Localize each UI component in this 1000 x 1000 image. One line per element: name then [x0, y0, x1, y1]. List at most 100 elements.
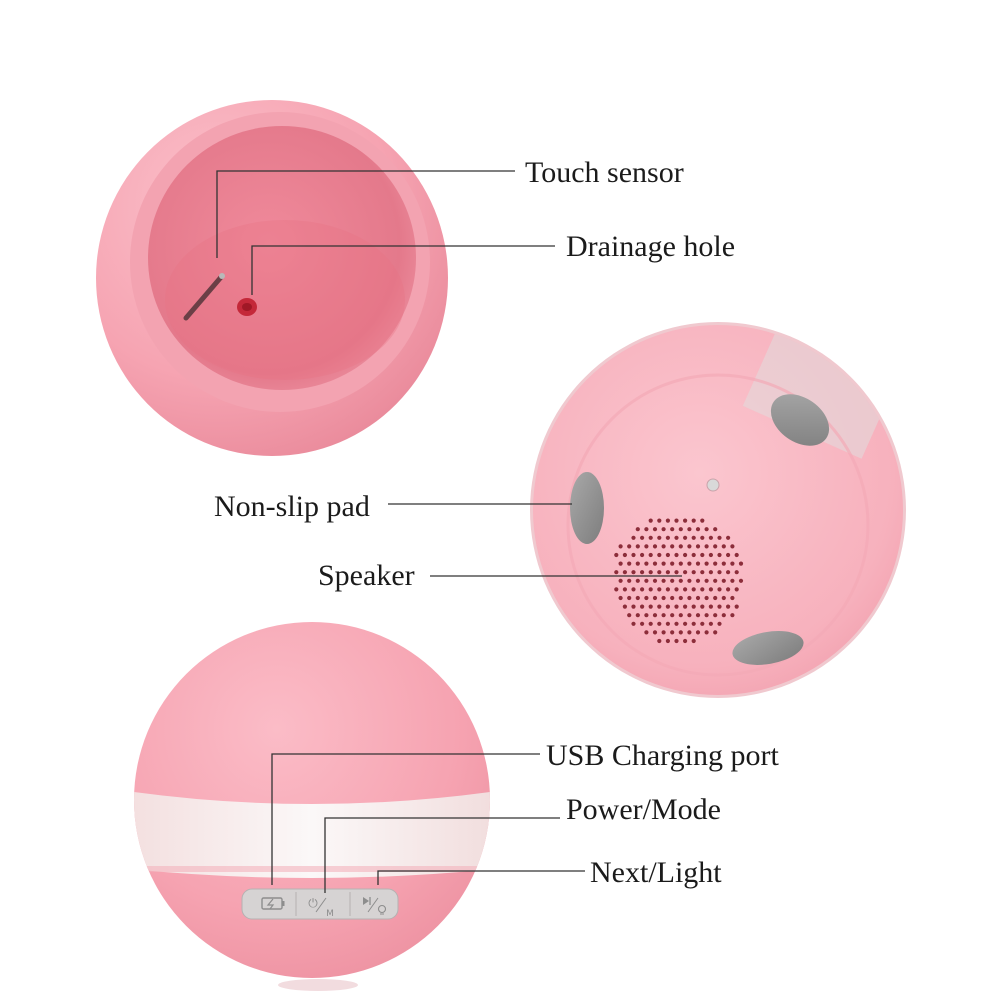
grille-hole: [691, 587, 696, 592]
power-mode-button[interactable]: ⏻ M: [308, 896, 334, 919]
grille-hole: [640, 570, 645, 575]
grille-hole: [648, 518, 653, 523]
grille-hole: [726, 604, 731, 609]
grille-hole: [631, 621, 636, 626]
grille-hole: [648, 604, 653, 609]
grille-hole: [648, 621, 653, 626]
grille-hole: [635, 578, 640, 583]
grille-hole: [635, 561, 640, 566]
grille-hole: [644, 595, 649, 601]
grille-hole: [652, 527, 658, 532]
grille-hole: [661, 544, 666, 549]
grille-hole: [717, 570, 722, 575]
grille-hole: [657, 604, 662, 609]
grille-hole: [708, 552, 714, 558]
grille-hole: [657, 552, 662, 558]
grille-hole: [665, 587, 671, 592]
drainage-hole-leader: [251, 245, 555, 295]
grille-hole: [670, 527, 675, 532]
power-mode-label: Power/Mode: [566, 793, 721, 826]
speaker-label: Speaker: [318, 559, 415, 592]
grille-hole: [652, 595, 658, 601]
next-light-button[interactable]: [363, 897, 387, 915]
grille-hole: [678, 578, 683, 583]
grille-hole: [691, 621, 696, 626]
touch-sensor-label: Touch sensor: [525, 156, 684, 189]
grille-hole: [657, 621, 662, 626]
usb-charging-port-label: USB Charging port: [546, 739, 779, 772]
grille-hole: [704, 613, 709, 618]
grille-hole: [678, 630, 683, 635]
grille-hole: [648, 535, 653, 540]
leader-lines: [216, 170, 682, 893]
grille-hole: [730, 613, 735, 618]
grille-hole: [648, 570, 653, 575]
grille-hole: [661, 613, 666, 618]
grille-hole: [665, 638, 671, 644]
grille-hole: [738, 578, 744, 583]
grille-hole: [726, 552, 731, 558]
grille-hole: [665, 570, 671, 575]
grille-hole: [644, 561, 649, 566]
grille-hole: [721, 578, 726, 583]
grille-hole: [670, 613, 675, 618]
grille-hole: [713, 595, 718, 601]
grille-hole: [670, 578, 675, 583]
grille-hole: [640, 621, 645, 626]
grille-hole: [683, 570, 688, 575]
grille-hole: [627, 578, 632, 583]
grille-hole: [652, 613, 658, 618]
grille-hole: [622, 604, 628, 609]
grille-hole: [721, 613, 726, 618]
grille-hole: [635, 595, 640, 601]
grille-hole: [665, 552, 671, 558]
grille-hole: [695, 595, 701, 601]
grille-hole: [700, 518, 705, 523]
grille-hole: [683, 638, 688, 644]
grille-hole: [683, 518, 688, 523]
grille-hole: [657, 535, 662, 540]
grille-hole: [665, 604, 671, 609]
grille-hole: [704, 527, 709, 532]
grille-hole: [687, 613, 692, 618]
grille-hole: [644, 630, 649, 635]
grille-hole: [618, 595, 623, 601]
grille-hole: [695, 527, 701, 532]
grille-hole: [726, 535, 731, 540]
touch-sensor-leader: [216, 170, 515, 258]
grille-hole: [726, 587, 731, 592]
grille-hole: [738, 561, 744, 566]
grille-hole: [631, 587, 636, 592]
grille-hole: [627, 595, 632, 601]
grille-hole: [661, 630, 666, 635]
grille-hole: [713, 630, 718, 635]
grille-hole: [635, 544, 640, 549]
grille-hole: [678, 544, 683, 549]
grille-hole: [631, 570, 636, 575]
grille-hole: [661, 578, 666, 583]
grille-hole: [652, 561, 658, 566]
grille-hole: [700, 552, 705, 558]
light-ring: [134, 790, 490, 878]
drainage-hole-label: Drainage hole: [566, 230, 736, 263]
grille-hole: [670, 561, 675, 566]
non-slip-pad-label: Non-slip pad: [214, 490, 370, 523]
usb-port-leader: [271, 753, 540, 885]
non-slip-pad: [570, 472, 604, 544]
grille-hole: [734, 570, 739, 575]
grille-hole: [721, 561, 726, 566]
grille-hole: [640, 604, 645, 609]
grille-hole: [687, 561, 692, 566]
grille-hole: [670, 544, 675, 549]
grille-hole: [704, 630, 709, 635]
non-slip-pad: [732, 631, 804, 665]
grille-hole: [665, 518, 671, 523]
grille-hole: [721, 595, 726, 601]
grille-hole: [674, 552, 679, 558]
power-icon: ⏻: [308, 896, 318, 910]
grille-hole: [674, 587, 679, 592]
grille-hole: [674, 638, 679, 644]
grille-hole: [631, 552, 636, 558]
